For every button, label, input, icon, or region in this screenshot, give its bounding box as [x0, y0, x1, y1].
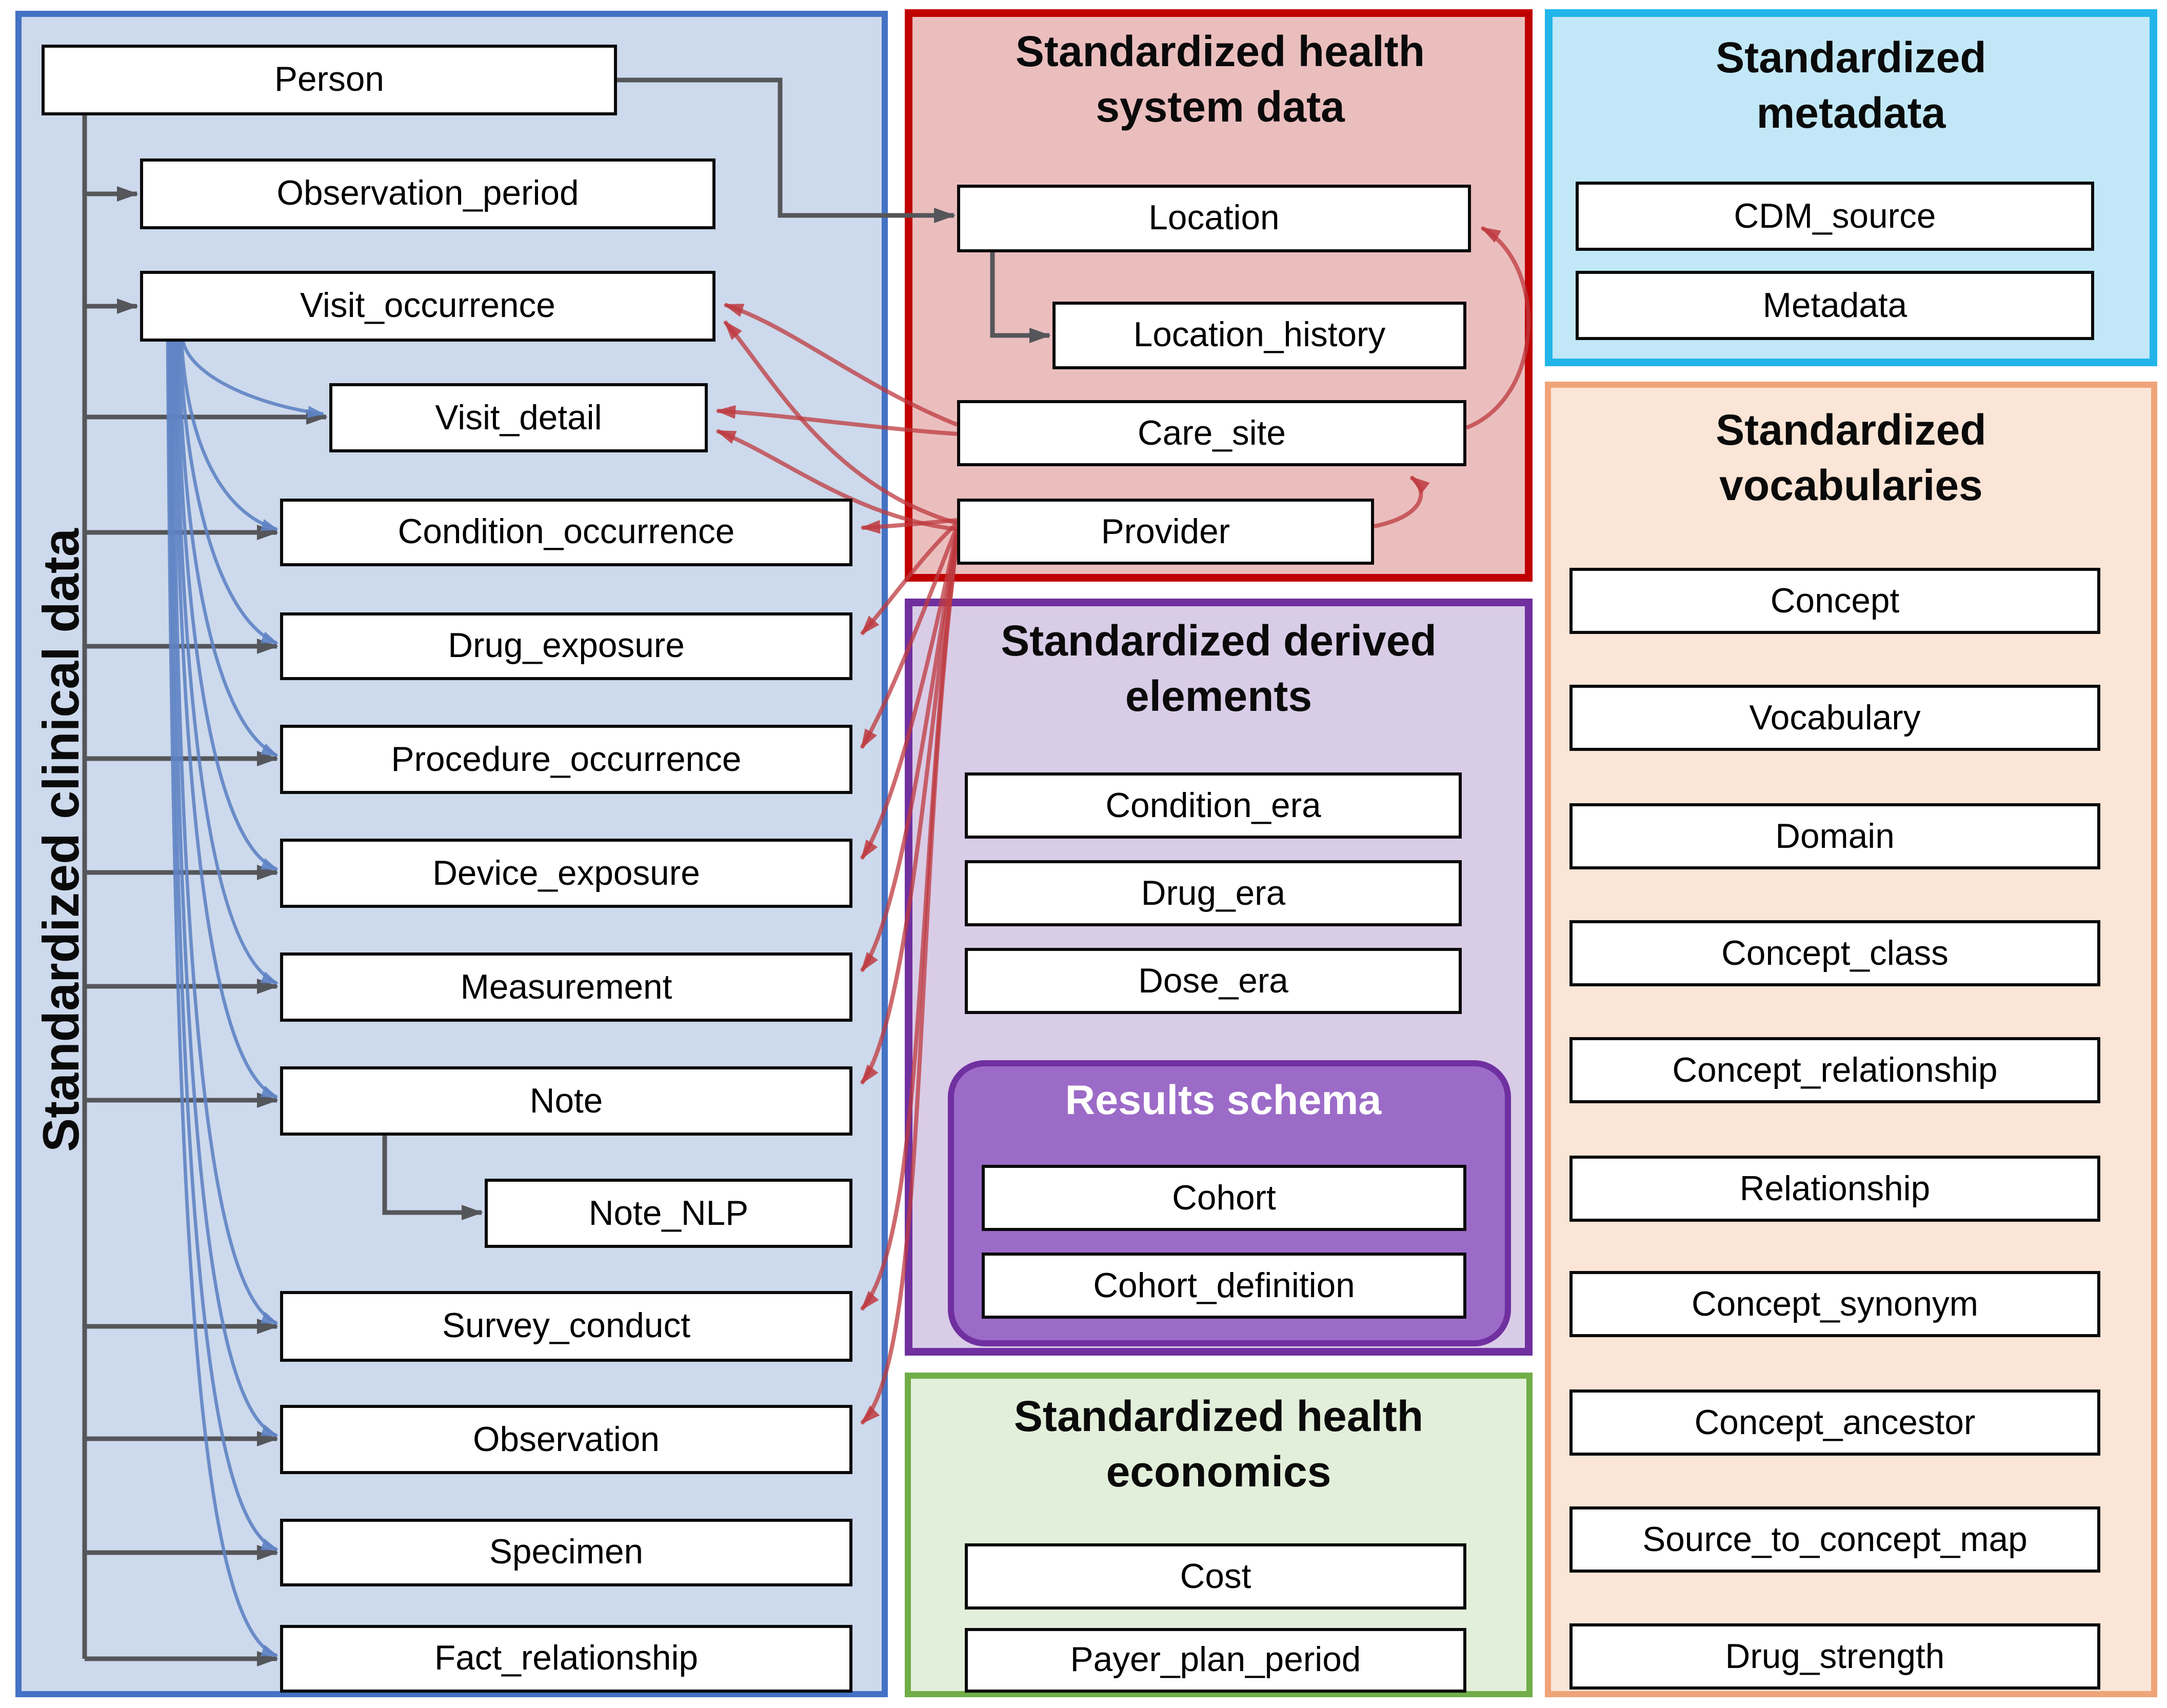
vocabularies-panel-title: Standardized vocabularies	[1716, 406, 1986, 510]
table-box-cdm-source: CDM_source	[1576, 182, 2094, 251]
table-box-specimen: Specimen	[280, 1519, 852, 1586]
table-label: Drug_strength	[1725, 1636, 1945, 1675]
table-box-care-site: Care_site	[957, 400, 1466, 466]
table-label: Source_to_concept_map	[1642, 1519, 2027, 1558]
table-label: Concept_ancestor	[1694, 1402, 1976, 1441]
table-label: Observation_period	[276, 174, 579, 212]
table-label: Person	[274, 60, 384, 98]
table-box-concept-synonym: Concept_synonym	[1569, 1271, 2100, 1337]
table-box-cohort: Cohort	[982, 1165, 1466, 1231]
table-label: Cohort_definition	[1093, 1265, 1355, 1304]
table-label: Domain	[1775, 816, 1895, 855]
clinical-panel-title: Standardized clinical data	[32, 528, 89, 1152]
table-box-visit-detail: Visit_detail	[329, 383, 708, 452]
table-label: Concept	[1770, 581, 1900, 620]
table-box-note: Note	[280, 1066, 852, 1136]
table-label: Measurement	[460, 967, 672, 1006]
table-label: Cohort	[1172, 1178, 1276, 1217]
table-label: Visit_occurrence	[300, 286, 555, 325]
table-box-location: Location	[957, 185, 1471, 252]
table-box-location-history: Location_history	[1052, 302, 1466, 369]
table-box-source-to-concept-map: Source_to_concept_map	[1569, 1506, 2100, 1573]
metadata-panel-title: Standardized metadata	[1716, 34, 1986, 138]
table-label: Fact_relationship	[434, 1639, 699, 1677]
table-label: Observation	[473, 1419, 660, 1458]
table-box-payer-plan-period: Payer_plan_period	[965, 1628, 1466, 1693]
table-label: Specimen	[489, 1533, 644, 1571]
table-box-provider: Provider	[957, 499, 1374, 565]
table-box-cohort-definition: Cohort_definition	[982, 1253, 1466, 1319]
table-label: Concept_synonym	[1691, 1284, 1979, 1323]
table-label: Provider	[1101, 511, 1230, 550]
table-label: Procedure_occurrence	[391, 739, 742, 778]
table-box-note-nlp: Note_NLP	[485, 1179, 852, 1248]
table-box-concept: Concept	[1569, 568, 2100, 634]
table-label: Condition_occurrence	[397, 512, 735, 551]
table-label: Drug_exposure	[448, 626, 685, 665]
table-label: Note_NLP	[588, 1193, 749, 1232]
table-label: Condition_era	[1105, 785, 1321, 824]
table-label: Note	[529, 1081, 603, 1120]
table-label: Concept_class	[1721, 933, 1949, 972]
table-label: Concept_relationship	[1672, 1050, 1998, 1089]
table-box-cost: Cost	[965, 1543, 1466, 1610]
table-label: Payer_plan_period	[1070, 1640, 1361, 1679]
table-label: Survey_conduct	[442, 1306, 691, 1345]
table-box-condition-occurrence: Condition_occurrence	[280, 499, 852, 566]
table-label: Cost	[1180, 1556, 1251, 1595]
table-label: Location_history	[1133, 315, 1386, 354]
table-label: Care_site	[1138, 413, 1286, 452]
economics-panel-title: Standardized health economics	[1013, 1393, 1424, 1497]
table-box-visit-occurrence: Visit_occurrence	[140, 271, 715, 342]
table-label: Device_exposure	[432, 853, 700, 892]
table-box-fact-relationship: Fact_relationship	[280, 1625, 852, 1693]
table-box-person: Person	[42, 45, 617, 115]
table-box-observation-period: Observation_period	[140, 158, 715, 229]
table-box-drug-era: Drug_era	[965, 860, 1462, 926]
table-box-condition-era: Condition_era	[965, 772, 1462, 839]
health-system-panel-title: Standardized health system data	[1015, 28, 1425, 132]
table-box-device-exposure: Device_exposure	[280, 839, 852, 908]
table-box-vocabulary: Vocabulary	[1569, 685, 2100, 751]
table-box-relationship: Relationship	[1569, 1156, 2100, 1222]
table-label: Dose_era	[1138, 961, 1288, 1000]
table-box-metadata: Metadata	[1576, 271, 2094, 340]
table-box-observation: Observation	[280, 1405, 852, 1474]
table-box-domain: Domain	[1569, 803, 2100, 869]
table-box-concept-class: Concept_class	[1569, 920, 2100, 986]
table-label: Vocabulary	[1749, 698, 1921, 737]
table-label: Drug_era	[1141, 873, 1286, 912]
table-box-dose-era: Dose_era	[965, 948, 1462, 1014]
table-label: Location	[1148, 198, 1280, 237]
results-schema-title: Results schema	[1065, 1077, 1382, 1123]
table-box-concept-relationship: Concept_relationship	[1569, 1037, 2100, 1103]
derived-panel-title: Standardized derived elements	[1001, 617, 1437, 721]
table-box-measurement: Measurement	[280, 952, 852, 1022]
table-label: Relationship	[1739, 1168, 1931, 1207]
table-box-procedure-occurrence: Procedure_occurrence	[280, 725, 852, 794]
table-box-drug-exposure: Drug_exposure	[280, 612, 852, 680]
table-label: Metadata	[1762, 285, 1907, 324]
table-box-drug-strength: Drug_strength	[1569, 1623, 2100, 1690]
table-label: Visit_detail	[435, 398, 602, 436]
table-label: CDM_source	[1734, 196, 1936, 235]
table-box-concept-ancestor: Concept_ancestor	[1569, 1389, 2100, 1456]
table-box-survey-conduct: Survey_conduct	[280, 1291, 852, 1362]
